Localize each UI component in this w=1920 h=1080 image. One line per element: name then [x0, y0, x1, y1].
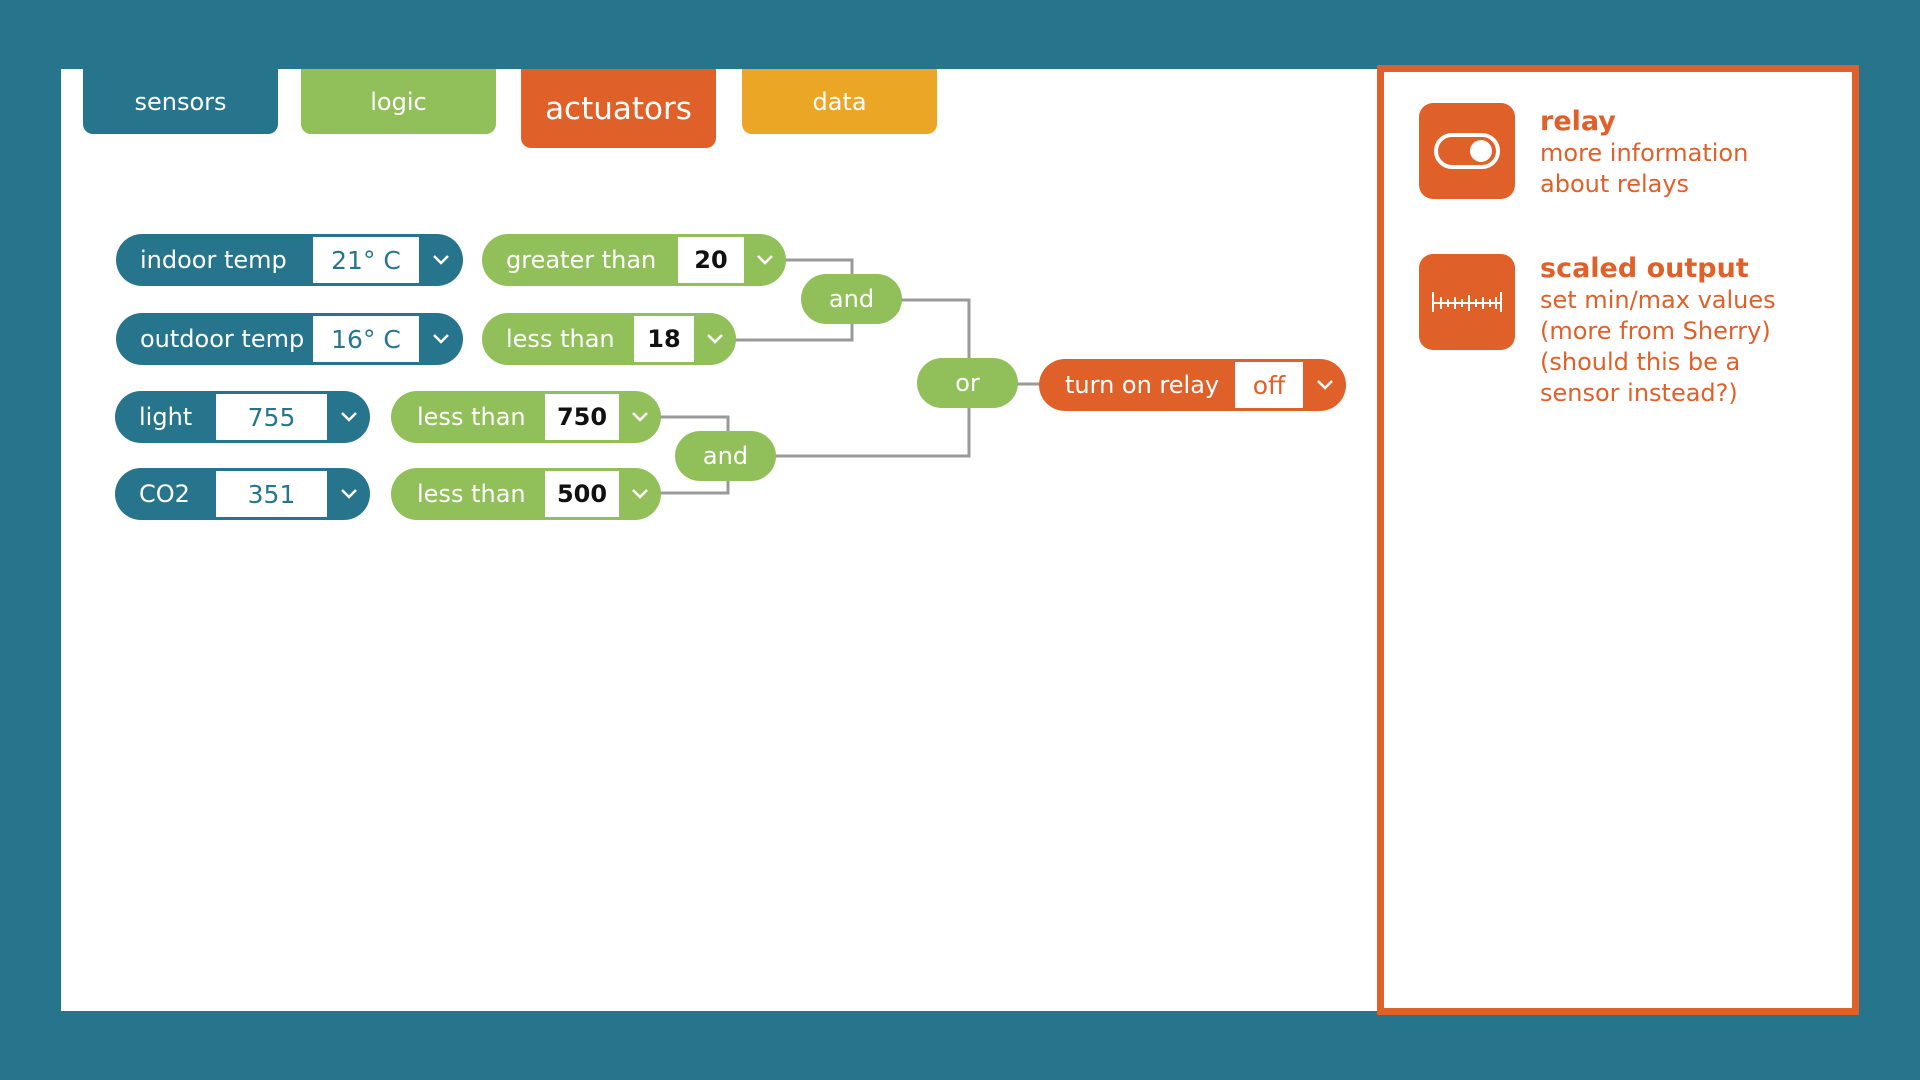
chevron-down-icon[interactable]	[327, 391, 370, 443]
chevron-down-icon[interactable]	[419, 313, 463, 365]
and-gate-top[interactable]: and	[801, 274, 902, 324]
relay-description-line: about relays	[1540, 170, 1690, 198]
sensor-label: light	[139, 403, 193, 431]
tab-actuators[interactable]: actuators	[521, 69, 716, 148]
sensor-value: 21° C	[313, 237, 419, 283]
sensor-block-co2[interactable]: CO2 351	[115, 468, 370, 520]
sensor-label: indoor temp	[140, 246, 287, 274]
block-workspace[interactable]	[61, 69, 1379, 1011]
tab-sensors[interactable]: sensors	[83, 69, 278, 134]
sensor-block-light[interactable]: light 755	[115, 391, 370, 443]
relay-title: relay	[1540, 106, 1616, 137]
chevron-down-icon[interactable]	[619, 391, 661, 443]
scaled-output-description-line: sensor instead?)	[1540, 379, 1738, 407]
condition-label: greater than	[506, 246, 657, 274]
tab-data[interactable]: data	[742, 69, 937, 134]
relay-description-line: more information	[1540, 139, 1749, 167]
scaled-output-description-line: (more from Sherry)	[1540, 317, 1771, 345]
condition-value: 500	[545, 471, 619, 517]
condition-value: 750	[545, 394, 619, 440]
sensor-value: 755	[216, 394, 327, 440]
sensor-value: 16° C	[313, 316, 419, 362]
or-gate[interactable]: or	[917, 358, 1018, 408]
sensor-label: outdoor temp	[140, 325, 305, 353]
condition-label: less than	[417, 480, 526, 508]
condition-block-less-than-18[interactable]: less than 18	[482, 313, 736, 365]
condition-label: less than	[506, 325, 615, 353]
condition-block-less-than-750[interactable]: less than 750	[391, 391, 661, 443]
ruler-scale-icon[interactable]	[1419, 254, 1515, 350]
scaled-output-title: scaled output	[1540, 253, 1749, 284]
scaled-output-description-line: (should this be a	[1540, 348, 1741, 376]
chevron-down-icon[interactable]	[744, 234, 786, 286]
scaled-output-info-text[interactable]: scaled output set min/max values (more f…	[1540, 252, 1776, 409]
condition-label: less than	[417, 403, 526, 431]
chevron-down-icon[interactable]	[327, 468, 370, 520]
tab-logic[interactable]: logic	[301, 69, 496, 134]
chevron-down-icon[interactable]	[419, 234, 463, 286]
condition-block-greater-than[interactable]: greater than 20	[482, 234, 786, 286]
relay-info-text[interactable]: relay more information about relays	[1540, 105, 1748, 200]
condition-value: 18	[634, 316, 694, 362]
sensor-value: 351	[216, 471, 327, 517]
chevron-down-icon[interactable]	[619, 468, 661, 520]
actuator-value: off	[1235, 362, 1303, 408]
toggle-switch-icon[interactable]	[1419, 103, 1515, 199]
sensor-block-indoor-temp[interactable]: indoor temp 21° C	[116, 234, 463, 286]
actuator-block-turn-on-relay[interactable]: turn on relay off	[1039, 359, 1346, 411]
actuator-label: turn on relay	[1065, 371, 1220, 399]
sensor-label: CO2	[139, 480, 190, 508]
chevron-down-icon[interactable]	[1303, 359, 1346, 411]
condition-value: 20	[678, 237, 744, 283]
scaled-output-description-line: set min/max values	[1540, 286, 1776, 314]
actuator-info-panel	[1377, 65, 1859, 1015]
and-gate-bottom[interactable]: and	[675, 431, 776, 481]
sensor-block-outdoor-temp[interactable]: outdoor temp 16° C	[116, 313, 463, 365]
chevron-down-icon[interactable]	[694, 313, 736, 365]
condition-block-less-than-500[interactable]: less than 500	[391, 468, 661, 520]
